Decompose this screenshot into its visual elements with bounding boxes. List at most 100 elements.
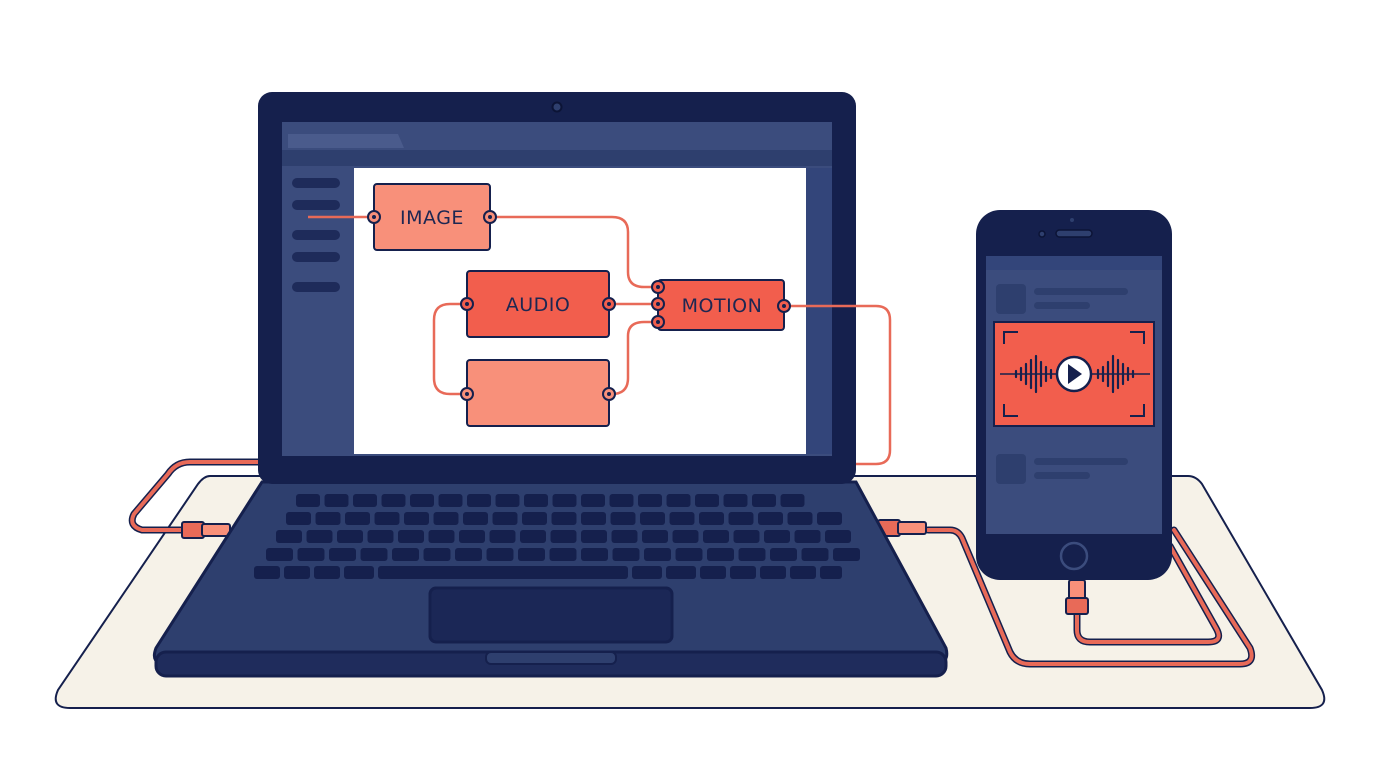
keyboard-key — [428, 530, 455, 543]
keyboard-key — [820, 566, 842, 579]
keyboard-key — [611, 530, 638, 543]
motion-node[interactable]: MOTION — [651, 279, 791, 331]
keyboard-key — [758, 512, 783, 525]
keyboard-key — [254, 566, 280, 579]
keyboard-key — [817, 512, 842, 525]
keyboard-key — [581, 548, 608, 561]
keyboard-key — [703, 530, 729, 543]
keyboard-key — [610, 512, 636, 525]
keyboard-key — [467, 494, 491, 507]
keyboard-key — [666, 566, 696, 579]
motion-node-label: MOTION — [682, 295, 763, 317]
audio-node-label: AUDIO — [506, 294, 571, 316]
keyboard-key — [695, 494, 719, 507]
keyboard-key — [438, 494, 463, 507]
keyboard-key — [672, 530, 699, 543]
keyboard-key — [455, 548, 482, 561]
keyboard-key — [266, 548, 293, 561]
sidebar — [292, 178, 340, 292]
keyboard-key — [549, 548, 577, 561]
audio-waveform-icon — [1014, 354, 1135, 394]
keyboard-key — [314, 566, 340, 579]
blank-node[interactable] — [460, 359, 616, 427]
keyboard-key — [392, 548, 419, 561]
keyboard-key — [612, 548, 640, 561]
keyboard-key — [286, 512, 311, 525]
usb-plug-left — [181, 521, 231, 539]
keyboard-key — [329, 548, 356, 561]
keyboard-key — [495, 494, 520, 507]
keyboard-key — [315, 512, 341, 525]
keyboard-key — [632, 566, 662, 579]
keyboard-key — [700, 566, 726, 579]
keyboard-key — [360, 548, 388, 561]
keyboard-key — [324, 494, 349, 507]
keyboard-key — [433, 512, 459, 525]
trackpad — [428, 586, 674, 644]
keyboard-key — [423, 548, 451, 561]
keyboard-key — [551, 512, 577, 525]
keyboard-key — [337, 530, 363, 543]
media-card[interactable] — [993, 321, 1155, 427]
earpiece-speaker — [1055, 229, 1093, 238]
keyboard-key — [306, 530, 333, 543]
keyboard-key — [552, 494, 577, 507]
keyboard-key — [520, 530, 546, 543]
keyboard-key — [723, 494, 748, 507]
keyboard-key — [738, 548, 766, 561]
keyboard-key — [752, 494, 776, 507]
keyboard-key — [524, 494, 548, 507]
laptop-base — [152, 480, 949, 678]
phone-list-item[interactable] — [996, 284, 1128, 314]
keyboard-key — [609, 494, 634, 507]
keyboard-key — [489, 530, 516, 543]
keyboard-key — [404, 512, 429, 525]
keyboard-key — [276, 530, 302, 543]
keyboard-key — [707, 548, 734, 561]
play-icon — [1068, 364, 1082, 384]
keyboard-key — [518, 548, 545, 561]
viewfinder-corners — [1003, 331, 1145, 417]
keyboard-key — [410, 494, 434, 507]
keyboard-key — [284, 566, 310, 579]
keyboard-key — [675, 548, 703, 561]
keyboard-key — [728, 512, 754, 525]
spacebar-key — [378, 566, 628, 579]
smartphone — [976, 210, 1172, 580]
play-button[interactable] — [1055, 355, 1093, 393]
keyboard-key — [459, 530, 485, 543]
keyboard-key — [825, 530, 851, 543]
keyboard-key — [638, 494, 662, 507]
keyboard-key — [522, 512, 547, 525]
keyboard-key — [463, 512, 488, 525]
lightning-plug — [1065, 579, 1089, 615]
audio-node[interactable]: AUDIO — [460, 270, 616, 338]
keyboard-key — [374, 512, 400, 525]
phone-list-item[interactable] — [996, 454, 1128, 484]
webcam-icon — [551, 101, 563, 113]
keyboard-key — [730, 566, 756, 579]
keyboard-key — [345, 512, 370, 525]
keyboard-key — [833, 548, 860, 561]
keyboard-key — [581, 512, 606, 525]
keyboard-key — [581, 530, 607, 543]
keyboard — [254, 494, 860, 579]
keyboard-key — [780, 494, 805, 507]
keyboard-key — [581, 494, 605, 507]
image-node[interactable]: IMAGE — [367, 183, 497, 251]
keyboard-key — [367, 530, 394, 543]
image-node-label: IMAGE — [400, 207, 464, 229]
keyboard-key — [770, 548, 797, 561]
keyboard-key — [801, 548, 829, 561]
keyboard-key — [492, 512, 518, 525]
keyboard-key — [296, 494, 320, 507]
front-camera-icon — [1038, 230, 1046, 238]
keyboard-key — [550, 530, 577, 543]
keyboard-key — [733, 530, 760, 543]
keyboard-key — [666, 494, 691, 507]
home-button[interactable] — [1059, 541, 1089, 571]
node-connections — [308, 215, 892, 466]
keyboard-key — [381, 494, 406, 507]
keyboard-key — [486, 548, 514, 561]
